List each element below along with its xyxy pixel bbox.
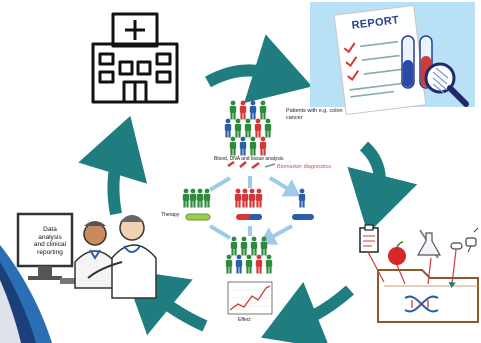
cycle-arrow-bottom-right bbox=[261, 281, 354, 343]
cycle-arrow-top bbox=[205, 34, 313, 104]
hospital-icon bbox=[91, 12, 179, 104]
patients-group-top bbox=[224, 100, 272, 156]
patients-group-right bbox=[298, 188, 306, 208]
cycle-arrow-left bbox=[78, 115, 148, 216]
patients-icon bbox=[182, 100, 314, 315]
patients-label: Patients with e.g. colon cancer bbox=[286, 108, 343, 121]
patients-group-middle bbox=[234, 188, 263, 208]
cycle-arrow-bottom-left bbox=[123, 269, 208, 336]
biomarker-label: Biomarker diagnostics bbox=[277, 164, 332, 170]
monitor-screen-text: Data analysis and clinical reporting bbox=[33, 226, 67, 256]
effect-label: Effect bbox=[238, 317, 251, 323]
effect-chart bbox=[227, 281, 273, 315]
patients-group-bottom bbox=[225, 236, 273, 274]
cycle-arrows bbox=[78, 34, 418, 343]
lab-folder-icon bbox=[359, 224, 479, 323]
cycle-arrow-right bbox=[347, 141, 418, 234]
patients-group-left bbox=[182, 188, 211, 208]
doctors-icon bbox=[16, 212, 157, 299]
therapy-label: Therapy bbox=[161, 212, 180, 218]
report-icon bbox=[310, 2, 475, 116]
blood-analysis-label: Blood, DNA and tissue analysis bbox=[214, 156, 284, 162]
corner-wave-decoration bbox=[0, 245, 52, 343]
